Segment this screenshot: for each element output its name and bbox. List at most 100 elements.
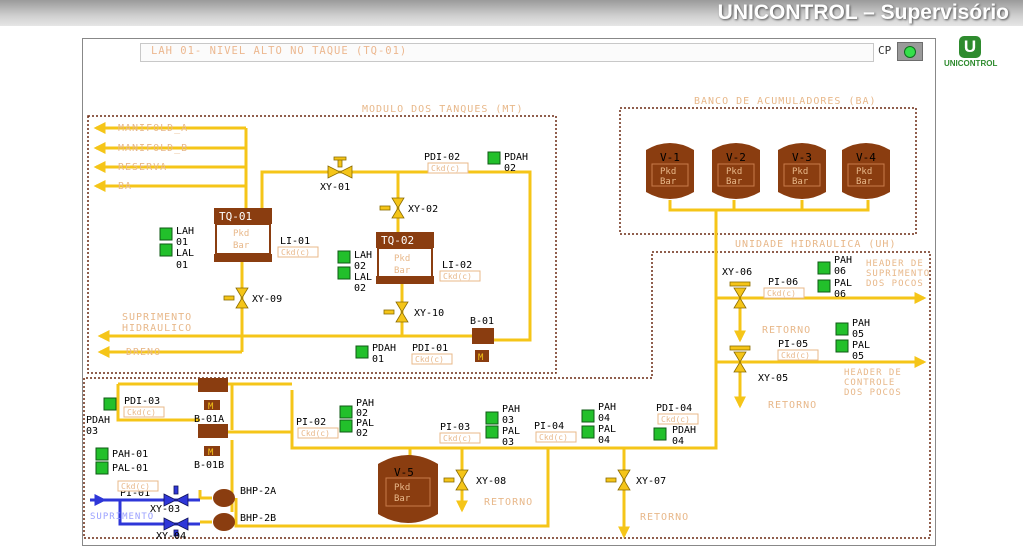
pi05-readout[interactable]: Ckd(c)	[777, 349, 819, 361]
pi01-readout[interactable]: Ckd(c)	[117, 480, 159, 492]
pah03-tag: PAH	[502, 404, 520, 415]
valve-xy07[interactable]	[605, 469, 631, 491]
pump-b01[interactable]: M B-01	[470, 316, 494, 363]
pdah04-indicator[interactable]	[653, 427, 667, 441]
pi05-value: Ckd(c)	[781, 351, 810, 360]
accumulator-v1[interactable]: V-1 Pkd Bar	[646, 143, 694, 199]
header-ctrl-label-2: CONTROLE	[844, 378, 895, 388]
xy01-label: XY-01	[320, 182, 350, 193]
flow-arrows	[93, 122, 927, 539]
lal01-indicator[interactable]	[159, 243, 173, 257]
pah03-num: 03	[502, 415, 514, 426]
pal06-num: 06	[834, 289, 846, 300]
logo-mark: U	[959, 36, 981, 58]
pah03-indicator[interactable]	[485, 411, 499, 425]
lah01-indicator[interactable]	[159, 227, 173, 241]
v2-label: V-2	[726, 151, 746, 164]
pah06-indicator[interactable]	[817, 261, 831, 275]
retorno-label-2: RETORNO	[768, 400, 817, 411]
pah05-tag: PAH	[852, 318, 870, 329]
header-sup-label-2: SUPRIMENTO	[866, 269, 930, 279]
pi03-value: Ckd(c)	[443, 434, 472, 443]
pal02-indicator[interactable]	[339, 419, 353, 433]
valve-xy09[interactable]	[223, 287, 249, 309]
valve-xy10[interactable]	[383, 301, 409, 323]
accumulator-v2[interactable]: V-2 Pkd Bar	[712, 143, 760, 199]
li02-readout[interactable]: Ckd(c)	[439, 270, 481, 282]
v5-bar: Bar	[394, 494, 411, 504]
lal02-indicator[interactable]	[337, 266, 351, 280]
lah02-indicator[interactable]	[337, 250, 351, 264]
b01-label: B-01	[470, 316, 494, 327]
pi06-label: PI-06	[768, 277, 798, 288]
pump-b01a[interactable]: M B-01A	[194, 378, 228, 425]
pal05-indicator[interactable]	[835, 339, 849, 353]
pi04-readout[interactable]: Ckd(c)	[535, 431, 577, 443]
pah04-indicator[interactable]	[581, 409, 595, 423]
pal03-indicator[interactable]	[485, 425, 499, 439]
pal01-indicator[interactable]	[95, 461, 109, 475]
pdah03-indicator[interactable]	[103, 397, 117, 411]
pah06-num: 06	[834, 266, 846, 277]
valve-xy01[interactable]	[327, 156, 353, 179]
pi02-value: Ckd(c)	[301, 429, 330, 438]
accumulator-v4[interactable]: V-4 Pkd Bar	[842, 143, 890, 199]
v4-label: V-4	[856, 151, 876, 164]
pdi01-readout[interactable]: Ckd(c)	[411, 353, 453, 365]
pump-b01b[interactable]: M B-01B	[194, 424, 228, 471]
accumulator-v3[interactable]: V-3 Pkd Bar	[778, 143, 826, 199]
xy08-label: XY-08	[476, 476, 506, 487]
cp-label: CP	[878, 44, 892, 57]
pal03-num: 03	[502, 437, 514, 448]
pdi02-readout[interactable]: Ckd(c)	[427, 162, 469, 174]
pdi03-value: Ckd(c)	[127, 408, 156, 417]
xy10-label: XY-10	[414, 308, 444, 319]
retorno-label-1: RETORNO	[762, 325, 811, 336]
pdah02-indicator[interactable]	[487, 151, 501, 165]
b01a-label: B-01A	[194, 414, 224, 425]
pal04-indicator[interactable]	[581, 425, 595, 439]
pump-bhp2b[interactable]: BHP-2B	[213, 513, 276, 531]
pah02-indicator[interactable]	[339, 405, 353, 419]
pdi03-readout[interactable]: Ckd(c)	[123, 406, 165, 418]
hydraulic-unit-title: UNIDADE HIDRAULICA (UH)	[735, 239, 896, 250]
valve-xy03[interactable]	[163, 485, 189, 507]
valve-xy04[interactable]	[163, 517, 189, 537]
pah05-num: 05	[852, 329, 864, 340]
header-ctrl-label-1: HEADER DE	[844, 368, 902, 378]
v5-label: V-5	[394, 466, 414, 479]
tq01-pkd: Pkd	[233, 229, 249, 239]
tq02-bar: Bar	[394, 266, 411, 276]
valve-xy02[interactable]	[379, 197, 405, 219]
pdah01-tag: PDAH	[372, 343, 396, 354]
pi04-value: Ckd(c)	[539, 433, 568, 442]
pdi04-readout[interactable]: Ckd(c)	[657, 413, 699, 425]
v2-bar: Bar	[726, 177, 743, 187]
app-title: UNICONTROL – Supervisório	[717, 1, 1009, 24]
pi06-readout[interactable]: Ckd(c)	[763, 287, 805, 299]
pal06-indicator[interactable]	[817, 279, 831, 293]
lah02-tag: LAH	[354, 250, 372, 261]
pump-bhp2a[interactable]: BHP-2A	[213, 486, 276, 507]
pdah04-num: 04	[672, 436, 684, 447]
supply-left-label: SUPRIMENTO	[90, 512, 154, 522]
lal01-num: 01	[176, 260, 188, 271]
valve-xy05[interactable]	[729, 345, 751, 373]
xy07-label: XY-07	[636, 476, 666, 487]
pal06-tag: PAL	[834, 278, 852, 289]
pi03-readout[interactable]: Ckd(c)	[439, 432, 481, 444]
pdah01-indicator[interactable]	[355, 345, 369, 359]
lah01-num: 01	[176, 237, 188, 248]
pah01-indicator[interactable]	[95, 447, 109, 461]
bhp2b-label: BHP-2B	[240, 513, 276, 524]
valve-xy08[interactable]	[443, 469, 469, 491]
accumulator-bank-title: BANCO DE ACUMULADORES (BA)	[694, 96, 877, 107]
valve-xy06[interactable]	[729, 281, 751, 309]
pah05-indicator[interactable]	[835, 322, 849, 336]
li01-readout[interactable]: Ckd(c)	[277, 246, 319, 258]
tank-tq01[interactable]: TQ-01 Pkd Bar	[214, 208, 272, 262]
cp-button[interactable]	[897, 42, 923, 61]
tank-tq02[interactable]: TQ-02 Pkd Bar	[376, 232, 434, 284]
accumulator-v5[interactable]: V-5 Pkd Bar	[378, 455, 438, 523]
pi02-readout[interactable]: Ckd(c)	[297, 427, 339, 439]
